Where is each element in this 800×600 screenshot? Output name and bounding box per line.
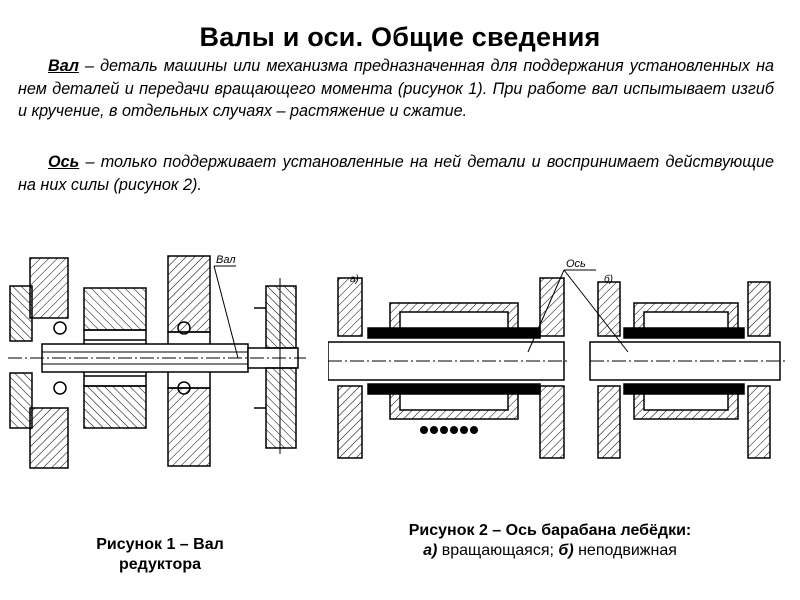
figure2-caption-line1: Рисунок 2 – Ось барабана лебёдки:: [408, 522, 692, 539]
axle-definition: Ось – только поддерживает установленные …: [18, 151, 774, 196]
figure1-caption-line2: редуктора: [119, 556, 201, 573]
figure1-caption: Рисунок 1 – Вал редуктора: [40, 535, 280, 575]
caption-a: а): [423, 542, 438, 559]
figure-reducer-shaft: Вал: [8, 254, 306, 469]
shaft-definition-text: – деталь машины или механизма предназнач…: [18, 57, 774, 120]
spring-coils: [420, 426, 478, 434]
shaft-label: Вал: [216, 254, 236, 266]
label-a: а): [350, 274, 359, 285]
shaft-definition: Вал – деталь машины или механизма предна…: [18, 55, 774, 123]
caption-b-text: неподвижная: [573, 542, 677, 559]
caption-a-text: вращающаяся;: [437, 542, 559, 559]
figure2-caption-line2: а) вращающаяся; б) неподвижная: [330, 541, 770, 561]
axle-definition-text: – только поддерживает установленные на н…: [18, 153, 774, 194]
term-shaft: Вал: [48, 57, 79, 75]
figure2-caption: Рисунок 2 – Ось барабана лебёдки: а) вра…: [330, 521, 770, 561]
label-b: б): [604, 273, 613, 285]
slide-title: Валы и оси. Общие сведения: [199, 22, 601, 52]
figure1-caption-line1: Рисунок 1 – Вал: [96, 536, 224, 553]
caption-b: б): [558, 542, 574, 559]
term-axle: Ось: [48, 153, 80, 171]
axle-label: Ось: [566, 258, 586, 270]
figure-winch-drum-axles: Ось а) б): [328, 258, 786, 459]
